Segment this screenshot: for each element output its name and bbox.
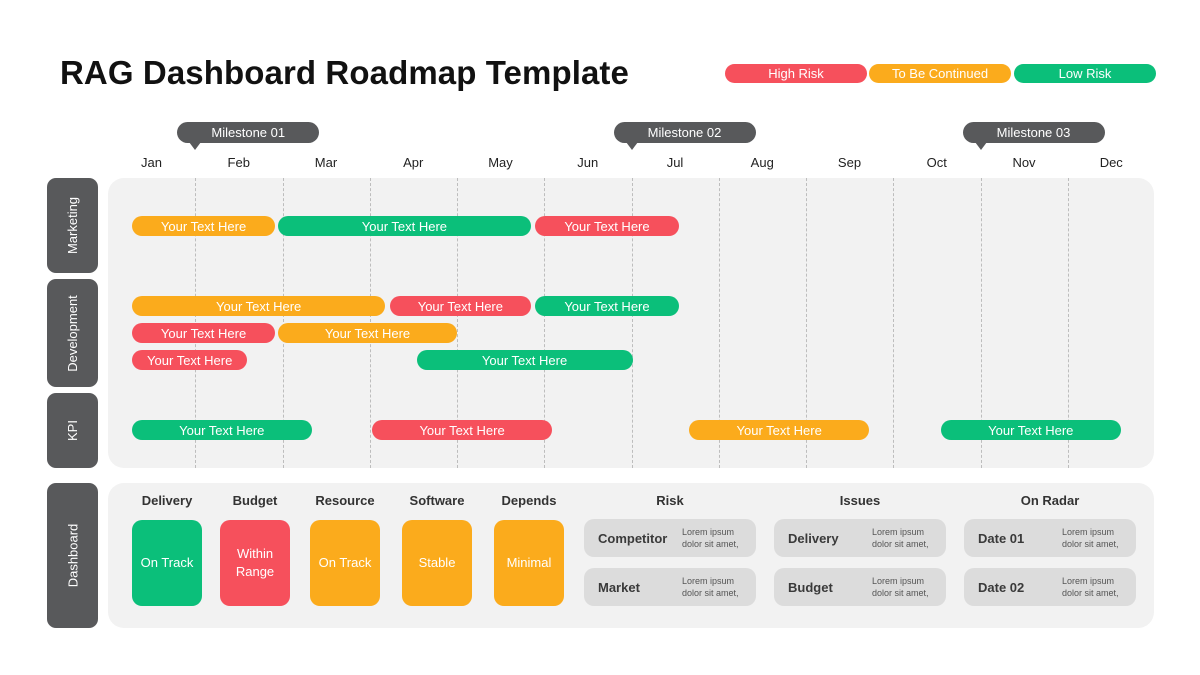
group-heading: Issues <box>839 493 881 508</box>
lane-tab-marketing: Marketing <box>47 178 98 273</box>
month-label: Mar <box>314 155 338 170</box>
status-box-amber: Stable <box>402 520 472 606</box>
roadmap-bar-amber: Your Text Here <box>132 216 276 236</box>
lane-tab-kpi: KPI <box>47 393 98 468</box>
gridline <box>718 178 720 468</box>
gridline <box>806 178 807 468</box>
info-card-description: Lorem ipsum dolor sit amet, <box>872 576 929 598</box>
info-card: Budget Lorem ipsum dolor sit amet, <box>774 568 946 606</box>
roadmap-bar-red: Your Text Here <box>372 420 552 440</box>
info-card-label: Market <box>598 579 640 595</box>
month-label: Jan <box>141 155 162 170</box>
status-heading: Delivery <box>141 493 193 508</box>
info-card-label: Budget <box>788 579 833 595</box>
info-card-label: Delivery <box>788 530 839 546</box>
status-box-amber: Minimal <box>494 520 564 606</box>
dashboard-tab-label: Dashboard <box>65 523 81 588</box>
roadmap-bar-red: Your Text Here <box>132 323 276 343</box>
milestone-marker: Milestone 03 <box>962 122 1105 150</box>
lane-tab-label: KPI <box>65 420 80 441</box>
status-heading: Depends <box>501 493 557 508</box>
month-label: Jul <box>666 155 684 170</box>
roadmap-bar-green: Your Text Here <box>416 350 633 370</box>
roadmap-bar-green: Your Text Here <box>940 420 1121 440</box>
milestone-marker: Milestone 01 <box>177 122 320 150</box>
roadmap-bar-green: Your Text Here <box>277 216 532 236</box>
status-box-green: On Track <box>132 520 202 606</box>
gridline <box>544 178 546 468</box>
month-label: Jun <box>577 155 599 170</box>
lane-tab-label: Marketing <box>65 196 81 255</box>
milestone-pointer <box>974 142 987 150</box>
info-card: Delivery Lorem ipsum dolor sit amet, <box>774 519 946 557</box>
status-box-red: Within Range <box>220 520 290 606</box>
legend-item-amber: To Be Continued <box>869 64 1011 83</box>
group-heading: Risk <box>656 493 684 508</box>
status-heading: Software <box>409 493 465 508</box>
legend-item-green: Low Risk <box>1014 64 1156 83</box>
roadmap-bar-green: Your Text Here <box>535 296 679 316</box>
status-heading: Resource <box>315 493 375 508</box>
info-card-description: Lorem ipsum dolor sit amet, <box>872 527 929 549</box>
gridline <box>631 178 633 468</box>
gridline <box>457 178 458 468</box>
gridline <box>893 178 895 468</box>
month-label: Dec <box>1099 155 1123 170</box>
month-label: Oct <box>926 155 947 170</box>
legend-item-red: High Risk <box>725 64 867 83</box>
page-title: RAG Dashboard Roadmap Template <box>60 54 629 91</box>
status-box-amber: On Track <box>310 520 380 606</box>
info-card-label: Date 01 <box>978 530 1025 546</box>
month-label: Aug <box>750 155 774 170</box>
lane-tab-label: Development <box>65 294 81 372</box>
info-card: Competitor Lorem ipsum dolor sit amet, <box>584 519 756 557</box>
roadmap-bar-amber: Your Text Here <box>688 420 870 440</box>
month-label: Feb <box>227 155 250 170</box>
roadmap-bar-red: Your Text Here <box>389 296 532 316</box>
info-card: Market Lorem ipsum dolor sit amet, <box>584 568 756 606</box>
roadmap-bar-red: Your Text Here <box>132 350 248 370</box>
milestone-pointer <box>189 142 202 150</box>
info-card-description: Lorem ipsum dolor sit amet, <box>1062 527 1119 549</box>
roadmap-bar-amber: Your Text Here <box>277 323 458 343</box>
roadmap-bar-green: Your Text Here <box>132 420 312 440</box>
gridline <box>1067 178 1069 468</box>
status-heading: Budget <box>232 493 278 508</box>
milestone-pointer <box>625 142 638 150</box>
dashboard-tab: Dashboard <box>47 483 98 628</box>
info-card-description: Lorem ipsum dolor sit amet, <box>682 527 739 549</box>
gridline <box>980 178 982 468</box>
info-card-description: Lorem ipsum dolor sit amet, <box>682 576 739 598</box>
roadmap-bar-red: Your Text Here <box>535 216 679 236</box>
info-card: Date 01 Lorem ipsum dolor sit amet, <box>964 519 1136 557</box>
month-label: Sep <box>837 155 862 170</box>
info-card: Date 02 Lorem ipsum dolor sit amet, <box>964 568 1136 606</box>
group-heading: On Radar <box>1020 493 1080 508</box>
info-card-label: Date 02 <box>978 579 1025 595</box>
month-label: May <box>488 155 513 170</box>
info-card-label: Competitor <box>598 530 668 546</box>
milestone-marker: Milestone 02 <box>613 122 756 150</box>
lane-tab-development: Development <box>47 279 98 387</box>
month-label: Nov <box>1012 155 1036 170</box>
month-label: Apr <box>403 155 424 170</box>
info-card-description: Lorem ipsum dolor sit amet, <box>1062 576 1119 598</box>
roadmap-bar-amber: Your Text Here <box>132 296 386 316</box>
